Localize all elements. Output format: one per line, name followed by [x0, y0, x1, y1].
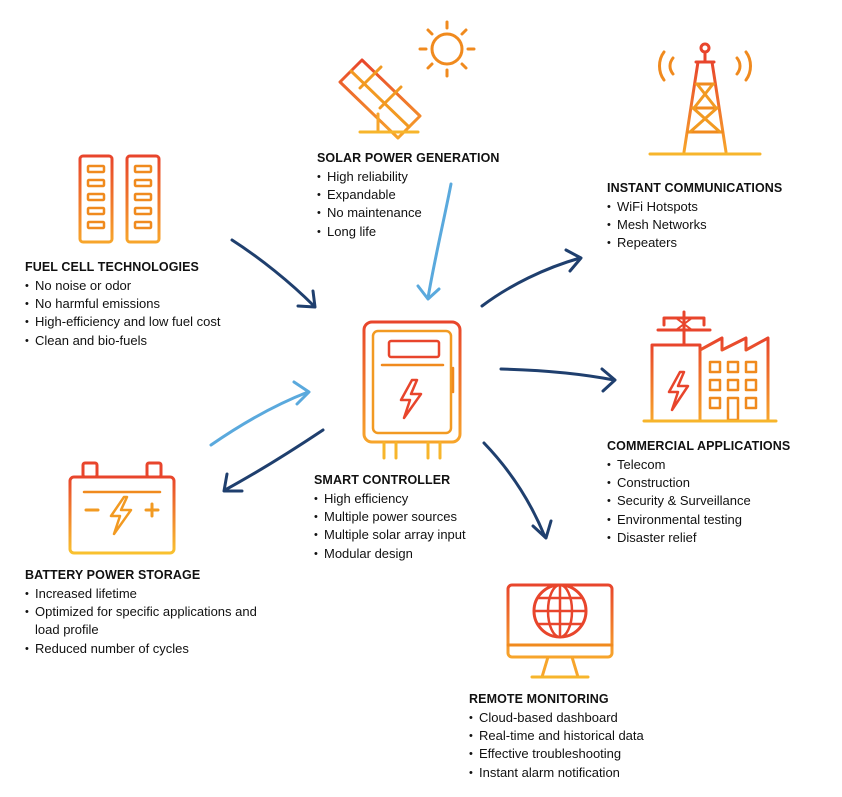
list-item: No noise or odor [25, 277, 220, 295]
list-item: Environmental testing [607, 511, 790, 529]
node-title: INSTANT COMMUNICATIONS [607, 181, 783, 195]
list-item: Modular design [314, 545, 466, 563]
arrow-controller-to-commercial [499, 367, 617, 393]
list-item: Repeaters [607, 234, 782, 252]
list-item: Multiple power sources [314, 508, 466, 526]
list-item: Construction [607, 474, 790, 492]
node-title: SOLAR POWER GENERATION [317, 151, 500, 165]
list-item: No harmful emissions [25, 295, 220, 313]
list-item: Cloud-based dashboard [469, 709, 644, 727]
bullet-list: Increased lifetime Optimized for specifi… [25, 585, 283, 658]
arrow-controller-to-battery [222, 428, 325, 493]
list-item: Instant alarm notification [469, 764, 644, 782]
battery-icon [68, 461, 176, 555]
node-battery: BATTERY POWER STORAGE Increased lifetime… [25, 568, 283, 658]
arrow-fuel-cell-to-controller [230, 238, 317, 309]
node-solar: SOLAR POWER GENERATION High reliability … [317, 151, 500, 241]
node-title: COMMERCIAL APPLICATIONS [607, 439, 791, 453]
list-item: Long life [317, 223, 500, 241]
controller-cabinet-icon [362, 320, 462, 460]
solar-panel-sun-icon [338, 20, 476, 140]
list-item: Security & Surveillance [607, 492, 790, 510]
globe-monitor-icon [506, 583, 614, 679]
list-item: Disaster relief [607, 529, 790, 547]
list-item: Mesh Networks [607, 216, 782, 234]
node-commercial: COMMERCIAL APPLICATIONS Telecom Construc… [607, 439, 790, 547]
node-title: REMOTE MONITORING [469, 692, 609, 706]
list-item: Multiple solar array input [314, 526, 466, 544]
list-item: High-efficiency and low fuel cost [25, 313, 220, 331]
node-controller: SMART CONTROLLER High efficiency Multipl… [314, 473, 466, 563]
bullet-list: WiFi Hotspots Mesh Networks Repeaters [607, 198, 782, 253]
factory-icon [642, 310, 778, 423]
list-item: Reduced number of cycles [25, 640, 283, 658]
node-monitoring: REMOTE MONITORING Cloud-based dashboard … [469, 692, 644, 782]
node-fuel-cell: FUEL CELL TECHNOLOGIES No noise or odor … [25, 260, 220, 350]
bullet-list: Cloud-based dashboard Real-time and hist… [469, 709, 644, 782]
node-communications: INSTANT COMMUNICATIONS WiFi Hotspots Mes… [607, 181, 782, 253]
fuel-cell-icon [78, 154, 161, 244]
list-item: Increased lifetime [25, 585, 283, 603]
list-item: High reliability [317, 168, 500, 186]
radio-tower-icon [648, 42, 762, 156]
list-item: WiFi Hotspots [607, 198, 782, 216]
list-item: High efficiency [314, 490, 466, 508]
node-title: BATTERY POWER STORAGE [25, 568, 201, 582]
bullet-list: No noise or odor No harmful emissions Hi… [25, 277, 220, 350]
list-item: Expandable [317, 186, 500, 204]
arrow-battery-to-controller [209, 380, 311, 447]
node-title: SMART CONTROLLER [314, 473, 451, 487]
list-item: No maintenance [317, 204, 500, 222]
bullet-list: Telecom Construction Security & Surveill… [607, 456, 790, 547]
bullet-list: High efficiency Multiple power sources M… [314, 490, 466, 563]
list-item: Optimized for specific applications and … [25, 603, 283, 639]
node-title: FUEL CELL TECHNOLOGIES [25, 260, 199, 274]
arrow-controller-to-communications [480, 248, 583, 308]
arrow-controller-to-monitoring [482, 441, 553, 540]
bullet-list: High reliability Expandable No maintenan… [317, 168, 500, 241]
list-item: Real-time and historical data [469, 727, 644, 745]
list-item: Effective troubleshooting [469, 745, 644, 763]
list-item: Telecom [607, 456, 790, 474]
list-item: Clean and bio-fuels [25, 332, 220, 350]
